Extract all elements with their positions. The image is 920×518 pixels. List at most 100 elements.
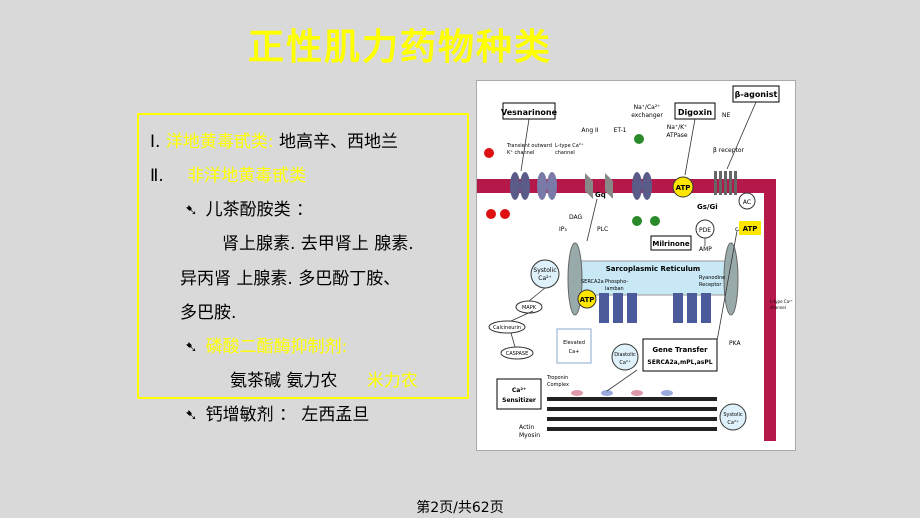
- sr-label: Sarcoplasmic Reticulum: [606, 265, 700, 273]
- na-ca-label: Na⁺/Ca²⁺: [634, 104, 661, 111]
- sub1-line-3: 多巴胺.: [180, 303, 237, 323]
- receptor-label: Receptor: [699, 282, 722, 288]
- vesnarinone-label: Vesnarinone: [501, 108, 558, 117]
- cardiomyocyte-pathway-diagram: Vesnarinone Digoxin β-agonist Na⁺/Ca²⁺ e…: [476, 80, 796, 451]
- drug-list-box: [137, 113, 469, 399]
- milrinone-box: [650, 235, 692, 251]
- hand-pointer-icon: ➷: [185, 201, 198, 219]
- ca-sensitizer-label-2: Sensitizer: [502, 397, 536, 404]
- elevated-label: Elevated: [563, 340, 585, 346]
- gene-transfer-box: [642, 338, 718, 372]
- channel-label: channel: [555, 150, 575, 156]
- systolic2-label: Systolic: [723, 412, 743, 418]
- plc-label: PLC: [597, 226, 608, 233]
- ip3-label: IP₃: [559, 226, 567, 233]
- serca-atp-circle: [577, 289, 597, 309]
- ltype2-label: L-type Ca²⁺: [770, 299, 793, 304]
- diastolic-ca-label: Ca²⁺: [619, 360, 631, 366]
- k-channel-label: K⁺ channel: [507, 150, 534, 156]
- systolic-ca-circle-2: [719, 403, 747, 431]
- gene-targets-label: SERCA2a,mPL,asPL: [647, 359, 712, 366]
- k-channel-shape: [510, 172, 520, 200]
- systolic-ca-label: Ca²⁺: [538, 275, 551, 282]
- ac-circle: [738, 192, 756, 210]
- sub1-line-2: 异丙肾 上腺素. 多巴酚丁胺、: [180, 269, 401, 289]
- beta-agonist-label: β-agonist: [735, 90, 778, 99]
- dag-label: DAG: [569, 214, 583, 221]
- ion-icon: [632, 216, 642, 226]
- sub-item-pde-inhibitors: ➷磷酸二酯酶抑制剂:: [185, 332, 347, 357]
- ca-channel-shape: [537, 172, 547, 200]
- sub2-milrinone: 米力农: [366, 371, 418, 391]
- systolic2-ca-label: Ca²⁺: [727, 420, 739, 426]
- calcineurin-label: Calcineurin: [493, 325, 521, 331]
- pathway-arrows: [510, 101, 757, 392]
- sub1-label: 儿茶酚胺类 ：: [205, 200, 313, 220]
- lamban-label: lamban: [605, 286, 624, 292]
- diastolic-label: Diastolic: [614, 352, 636, 358]
- atp-tag-label: ATP: [743, 225, 758, 233]
- ang2-receptor-shape: [585, 173, 593, 199]
- cell-membrane-right: [764, 179, 776, 441]
- actin-myosin-filaments: [547, 390, 717, 431]
- beta-receptor-shape: [714, 171, 737, 195]
- elevated-ca-label: Ca+: [569, 349, 580, 355]
- item1-label: 洋地黄毒甙类:: [165, 132, 274, 152]
- atp-label: ATP: [676, 184, 691, 192]
- sarcoplasmic-reticulum: [576, 260, 730, 296]
- sub1-line-1: 肾上腺素. 去甲肾上 腺素.: [222, 234, 414, 254]
- serca-pump-shape: [599, 293, 637, 323]
- sub3-label: 钙增敏剂 ： 左西孟旦: [205, 405, 370, 425]
- pde-label: PDE: [699, 227, 711, 234]
- ang2-label: Ang II: [581, 127, 598, 134]
- milrinone-label: Milrinone: [652, 240, 689, 248]
- na-k-label: Na⁺/K⁺: [667, 124, 687, 131]
- et1-label: ET-1: [614, 127, 627, 134]
- mapk-label: MAPK: [522, 305, 537, 311]
- serca-atp-label: ATP: [580, 296, 595, 304]
- atp-circle: [672, 176, 694, 198]
- caspase-ellipse: [500, 346, 534, 360]
- et1-receptor-shape: [605, 173, 613, 199]
- hand-pointer-icon: ➷: [185, 406, 198, 424]
- transient-label: Transient outward: [506, 143, 552, 149]
- sub2-drugs: 氨茶碱 氨力农: [230, 371, 338, 391]
- sub-item-catecholamines: ➷ 儿茶酚胺类 ：: [185, 195, 313, 220]
- systolic-ca-circle: [530, 259, 560, 289]
- item1-number: Ⅰ.: [150, 132, 161, 152]
- list-item-1: Ⅰ. 洋地黄毒甙类: 地高辛、西地兰: [150, 127, 398, 152]
- ion-icon: [634, 134, 644, 144]
- diastolic-ca-circle: [611, 343, 639, 371]
- exchanger-shape: [642, 172, 652, 200]
- ion-icon: [486, 209, 496, 219]
- actin-label: Actin: [519, 424, 534, 431]
- item2-label: 非洋地黄毒甙类: [187, 166, 307, 186]
- k-channel-shape: [520, 172, 530, 200]
- troponin-label: Troponin: [546, 375, 568, 381]
- ltype-label: L-type Ca²⁺: [555, 143, 584, 149]
- amp-label: AMP: [699, 246, 712, 253]
- ion-icon: [500, 209, 510, 219]
- gq-label: Gq: [595, 191, 606, 199]
- sr-end-right: [723, 242, 739, 316]
- complex-label: Complex: [547, 382, 569, 388]
- serca-label: SERCA2a: [581, 279, 604, 285]
- exchanger-shape: [632, 172, 642, 200]
- systolic-label: Systolic: [533, 267, 556, 274]
- channel2-label: channel: [770, 305, 786, 310]
- phospho-label: Phospho-: [605, 279, 628, 285]
- item2-number: Ⅱ.: [150, 166, 164, 186]
- sub2-label: 磷酸二酯酶抑制剂:: [205, 337, 348, 357]
- page-indicator: 第2页/共62页: [416, 500, 504, 516]
- pka-label: PKA: [729, 340, 741, 347]
- digoxin-label: Digoxin: [678, 108, 713, 117]
- atp-tag: [739, 221, 761, 235]
- ca-channel-shape: [547, 172, 557, 200]
- ion-icon: [650, 216, 660, 226]
- list-item-2: Ⅱ. 非洋地黄毒甙类: [150, 161, 306, 186]
- gene-transfer-label: Gene Transfer: [652, 346, 708, 354]
- pathway-svg: Vesnarinone Digoxin β-agonist Na⁺/Ca²⁺ e…: [477, 85, 793, 441]
- ac-label: AC: [743, 199, 751, 206]
- sub-item-ca-sensitizer: ➷ 钙增敏剂 ： 左西孟旦: [185, 400, 369, 425]
- exchanger-label: exchanger: [631, 112, 663, 119]
